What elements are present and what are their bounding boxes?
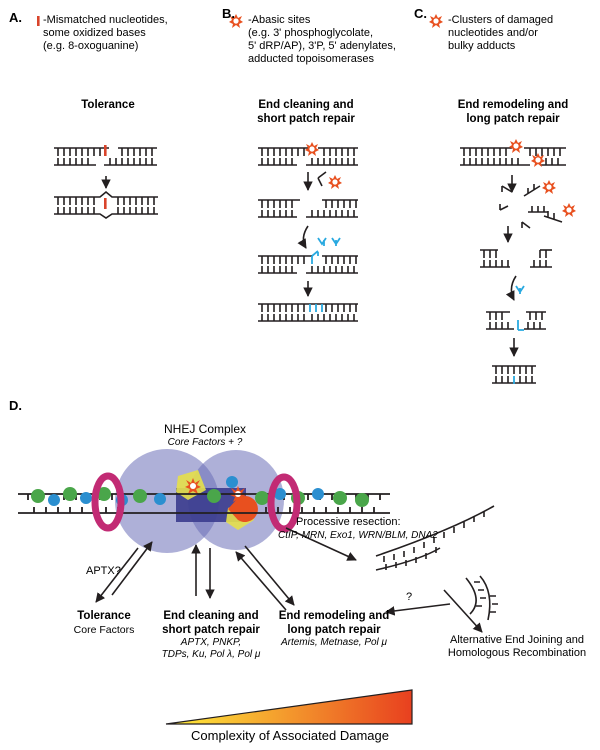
mismatch-mark <box>104 198 107 209</box>
damage-cluster-icon <box>509 139 523 153</box>
alt-end-joining-label: Alternative End Joining and Homologous R… <box>447 634 587 659</box>
panel-a-letter: A. <box>9 10 22 25</box>
panel-a-dna <box>54 147 158 219</box>
cohesin-rings <box>91 472 301 533</box>
abasic-site-icon <box>328 175 342 189</box>
nhej-complex-subtitle: Core Factors + ? <box>167 437 243 448</box>
panel-c-letter: C. <box>414 6 427 21</box>
patch-nucleotides <box>513 285 525 384</box>
panel-d-letter: D. <box>9 398 22 413</box>
resection-title: Processive resection: <box>296 516 401 528</box>
outcome-tolerance: Tolerance Core Factors <box>73 610 135 636</box>
damage-cluster-icon <box>531 153 545 167</box>
panel-a-heading: Tolerance <box>81 99 135 111</box>
panel-b-heading: End cleaning and short patch repair <box>257 99 355 125</box>
panel-b-letter: B. <box>222 6 235 21</box>
panel-b-dna <box>258 147 358 322</box>
damage-cluster-icon <box>562 203 576 217</box>
pathway-arrows <box>95 527 483 633</box>
damage-cluster-legend-icon <box>429 14 443 28</box>
nhej-complex-title: NHEJ Complex <box>163 422 247 436</box>
aptx-label: APTX? <box>86 565 121 577</box>
resection-factors: CtIP, MRN, Exo1, WRN/BLM, DNA2 <box>278 530 438 541</box>
panel-a-legend: -Mismatched nucleotides, some oxidized b… <box>43 14 168 52</box>
complexity-gradient-wedge <box>165 689 413 725</box>
nhej-complex <box>115 449 284 553</box>
resected-dna <box>375 505 498 621</box>
question-mark: ? <box>406 591 413 603</box>
outcome-end-remodeling: End remodeling and long patch repair Art… <box>278 610 390 648</box>
abasic-site-icon <box>305 142 319 156</box>
patch-nucleotides <box>309 237 341 312</box>
mismatch-legend-icon <box>37 16 40 26</box>
complexity-label: Complexity of Associated Damage <box>191 728 389 743</box>
damage-cluster-icon <box>542 180 556 194</box>
outcome-end-cleaning: End cleaning and short patch repair APTX… <box>161 610 261 660</box>
panel-b-legend: -Abasic sites (e.g. 3' phosphoglycolate,… <box>248 14 396 65</box>
panel-c-heading: End remodeling and long patch repair <box>457 99 569 125</box>
abasic-site-legend-icon <box>229 14 243 28</box>
mismatch-mark <box>104 145 107 156</box>
panel-c-legend: -Clusters of damaged nucleotides and/or … <box>448 14 554 52</box>
